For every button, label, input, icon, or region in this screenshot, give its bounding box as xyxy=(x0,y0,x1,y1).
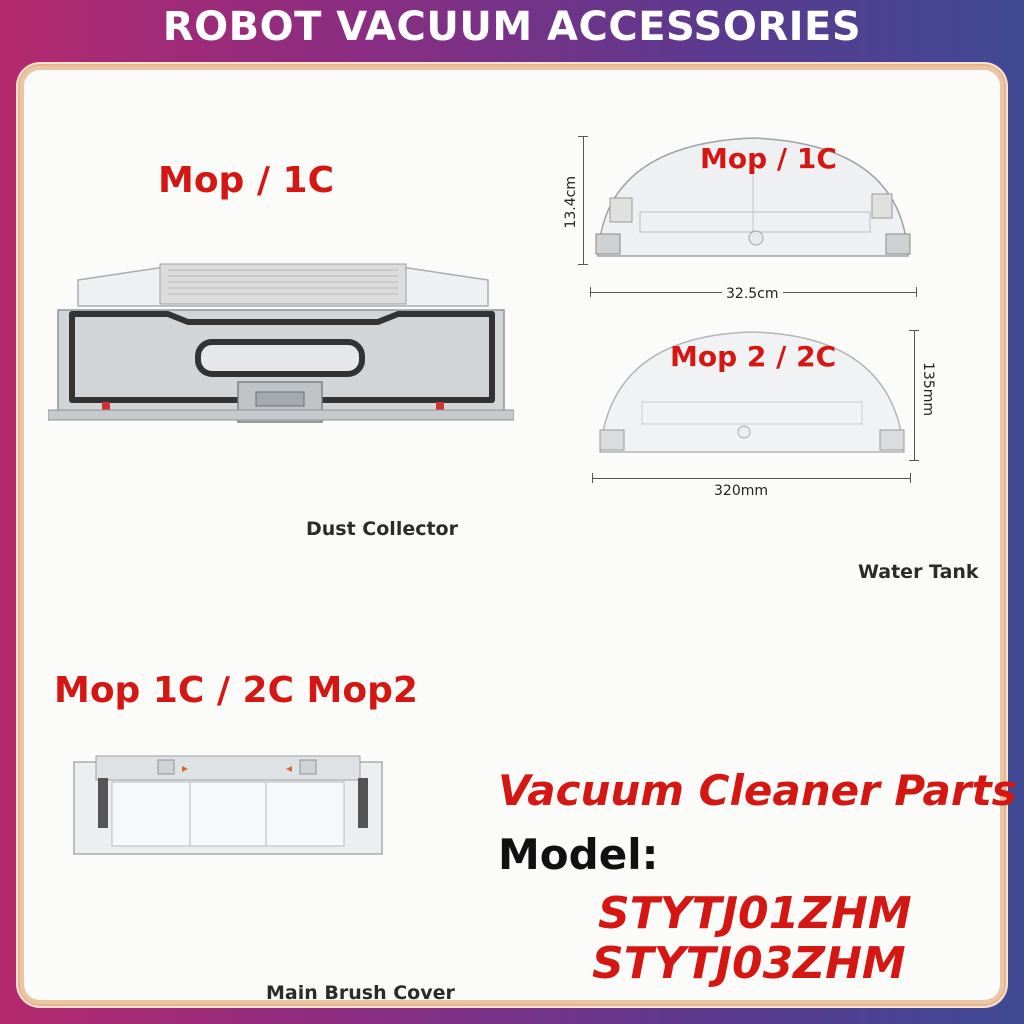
brush-cover-caption: Main Brush Cover xyxy=(266,982,455,1004)
dust-collector-handle xyxy=(195,339,365,377)
water-tank-2-width-label: 320mm xyxy=(714,483,768,499)
water-tank-caption: Water Tank xyxy=(858,561,979,583)
water-tank-2-shell xyxy=(599,331,905,453)
water-tank-2-compat-label: Mop 2 / 2C xyxy=(670,340,837,373)
water-tank-1-image xyxy=(595,137,911,257)
water-tank-1-height-label: 13.4cm xyxy=(563,176,579,229)
water-tank-2-image xyxy=(599,331,905,453)
water-tank-1-height-tick-top xyxy=(578,136,588,137)
water-tank-2-width-line xyxy=(592,478,910,479)
water-tank-2-width-tick-right xyxy=(910,473,911,483)
dust-collector-compat-label: Mop / 1C xyxy=(158,160,335,201)
water-tank-1-width-label: 32.5cm xyxy=(722,286,783,302)
water-tank-1-height-tick-bottom xyxy=(578,264,588,265)
banner-title: ROBOT VACUUM ACCESSORIES xyxy=(162,4,862,50)
dust-collector-filter xyxy=(159,263,407,305)
model-code-2: STYTJ03ZHM xyxy=(592,938,906,989)
water-tank-1-compat-label: Mop / 1C xyxy=(700,142,837,175)
product-headline: Vacuum Cleaner Parts xyxy=(498,766,1017,815)
water-tank-2-height-line xyxy=(914,330,915,460)
model-code-1: STYTJ01ZHM xyxy=(598,888,912,939)
brush-cover-image xyxy=(73,755,383,855)
dust-collector-image xyxy=(48,263,514,423)
water-tank-1-height-line xyxy=(583,136,584,264)
dust-collector-caption: Dust Collector xyxy=(306,518,458,540)
water-tank-2-height-label: 135mm xyxy=(920,362,936,416)
water-tank-1-width-tick-left xyxy=(590,287,591,297)
water-tank-2-height-tick-top xyxy=(909,330,919,331)
brush-cover-compat-label: Mop 1C / 2C Mop2 xyxy=(54,670,418,711)
model-label: Model: xyxy=(498,830,659,879)
water-tank-2-width-tick-left xyxy=(592,473,593,483)
water-tank-2-height-tick-bottom xyxy=(909,460,919,461)
water-tank-1-width-tick-right xyxy=(916,287,917,297)
